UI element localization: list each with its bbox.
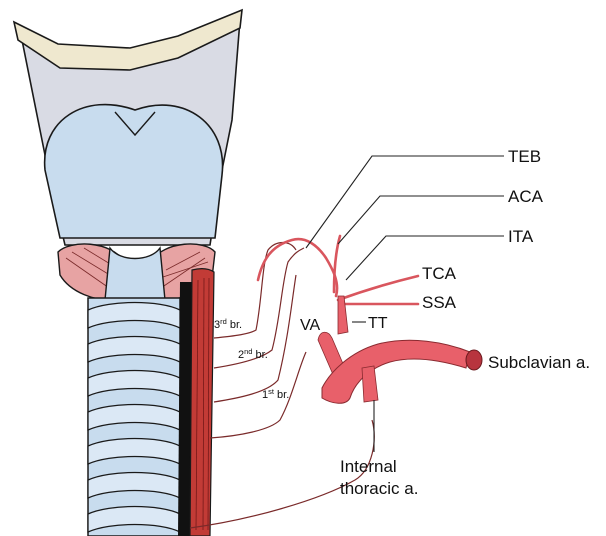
label-aca: ACA — [508, 187, 544, 206]
thyrocervical-trunk — [338, 296, 348, 334]
label-teb: TEB — [508, 147, 541, 166]
thyroid-lamina — [45, 105, 223, 238]
internal-thoracic-artery — [362, 366, 378, 402]
labels: TEB ACA ITA TCA SSA VA TT Subclavian a. … — [214, 147, 590, 498]
subclavian-artery-lumen — [466, 350, 482, 370]
trachea — [88, 298, 180, 536]
larynx-trachea — [14, 10, 242, 536]
transverse-cervical-artery — [338, 276, 418, 300]
label-internal-thoracic-1: Internal — [340, 457, 397, 476]
label-subclavian: Subclavian a. — [488, 353, 590, 372]
label-branch-1: 1st br. — [262, 387, 289, 401]
subclavian-artery — [322, 340, 470, 403]
label-branch-3: 3rd br. — [214, 317, 242, 331]
label-tt: TT — [368, 315, 388, 332]
label-va: VA — [300, 317, 320, 334]
label-ssa: SSA — [422, 293, 457, 312]
cricoid-cartilage — [105, 248, 165, 300]
label-tca: TCA — [422, 264, 457, 283]
label-branch-2: 2nd br. — [238, 347, 268, 361]
label-ita: ITA — [508, 227, 534, 246]
esophagus — [190, 269, 214, 536]
label-internal-thoracic-2: thoracic a. — [340, 479, 418, 498]
